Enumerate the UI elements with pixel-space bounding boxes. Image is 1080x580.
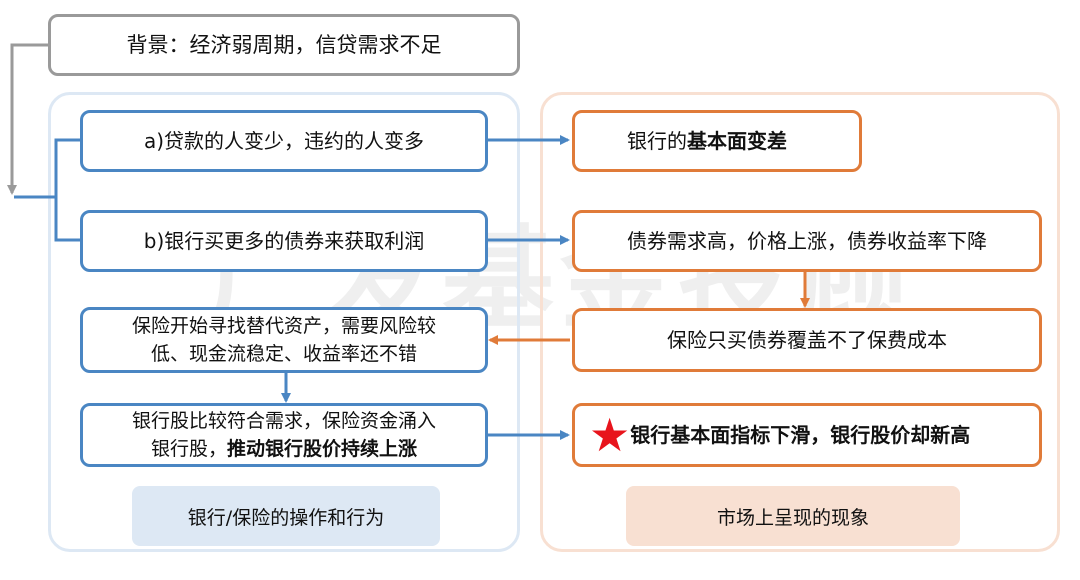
right-box-1: 银行的基本面变差: [572, 110, 862, 172]
left-panel: [48, 92, 520, 552]
right-caption: 市场上呈现的现象: [626, 486, 960, 546]
left-box-d: 银行股比较符合需求，保险资金涌入 银行股，推动银行股价持续上涨: [80, 403, 488, 467]
right-box-4: ★ 银行基本面指标下滑，银行股价却新高: [572, 403, 1042, 467]
background-connector: [7, 43, 48, 195]
left-box-d-line2-normal: 银行股，: [150, 438, 227, 460]
right-box-2: 债券需求高，价格上涨，债券收益率下降: [572, 210, 1042, 272]
left-box-c: 保险开始寻找替代资产，需要风险较 低、现金流稳定、收益率还不错: [80, 307, 488, 373]
bracket-connector: [14, 138, 80, 242]
left-box-a: a)贷款的人变少，违约的人变多: [80, 110, 488, 172]
right-box-3: 保险只买债券覆盖不了保费成本: [572, 308, 1042, 372]
right-box-1-bold: 基本面变差: [687, 129, 787, 153]
left-box-b: b)银行买更多的债券来获取利润: [80, 210, 488, 272]
left-caption: 银行/保险的操作和行为: [132, 486, 440, 546]
right-box-4-text: 银行基本面指标下滑，银行股价却新高: [630, 423, 971, 447]
background-box: 背景：经济弱周期，信贷需求不足: [48, 14, 520, 76]
right-box-1-normal: 银行的: [627, 129, 687, 153]
right-panel: [540, 92, 1060, 552]
left-box-c-line1: 保险开始寻找替代资产，需要风险较: [131, 315, 436, 337]
left-box-d-line2: 银行股，推动银行股价持续上涨: [132, 435, 436, 463]
left-box-d-line2-bold: 推动银行股价持续上涨: [226, 438, 417, 460]
star-icon: ★: [589, 408, 631, 462]
left-box-c-line2: 低、现金流稳定、收益率还不错: [150, 343, 417, 365]
left-box-d-line1: 银行股比较符合需求，保险资金涌入: [131, 410, 436, 432]
